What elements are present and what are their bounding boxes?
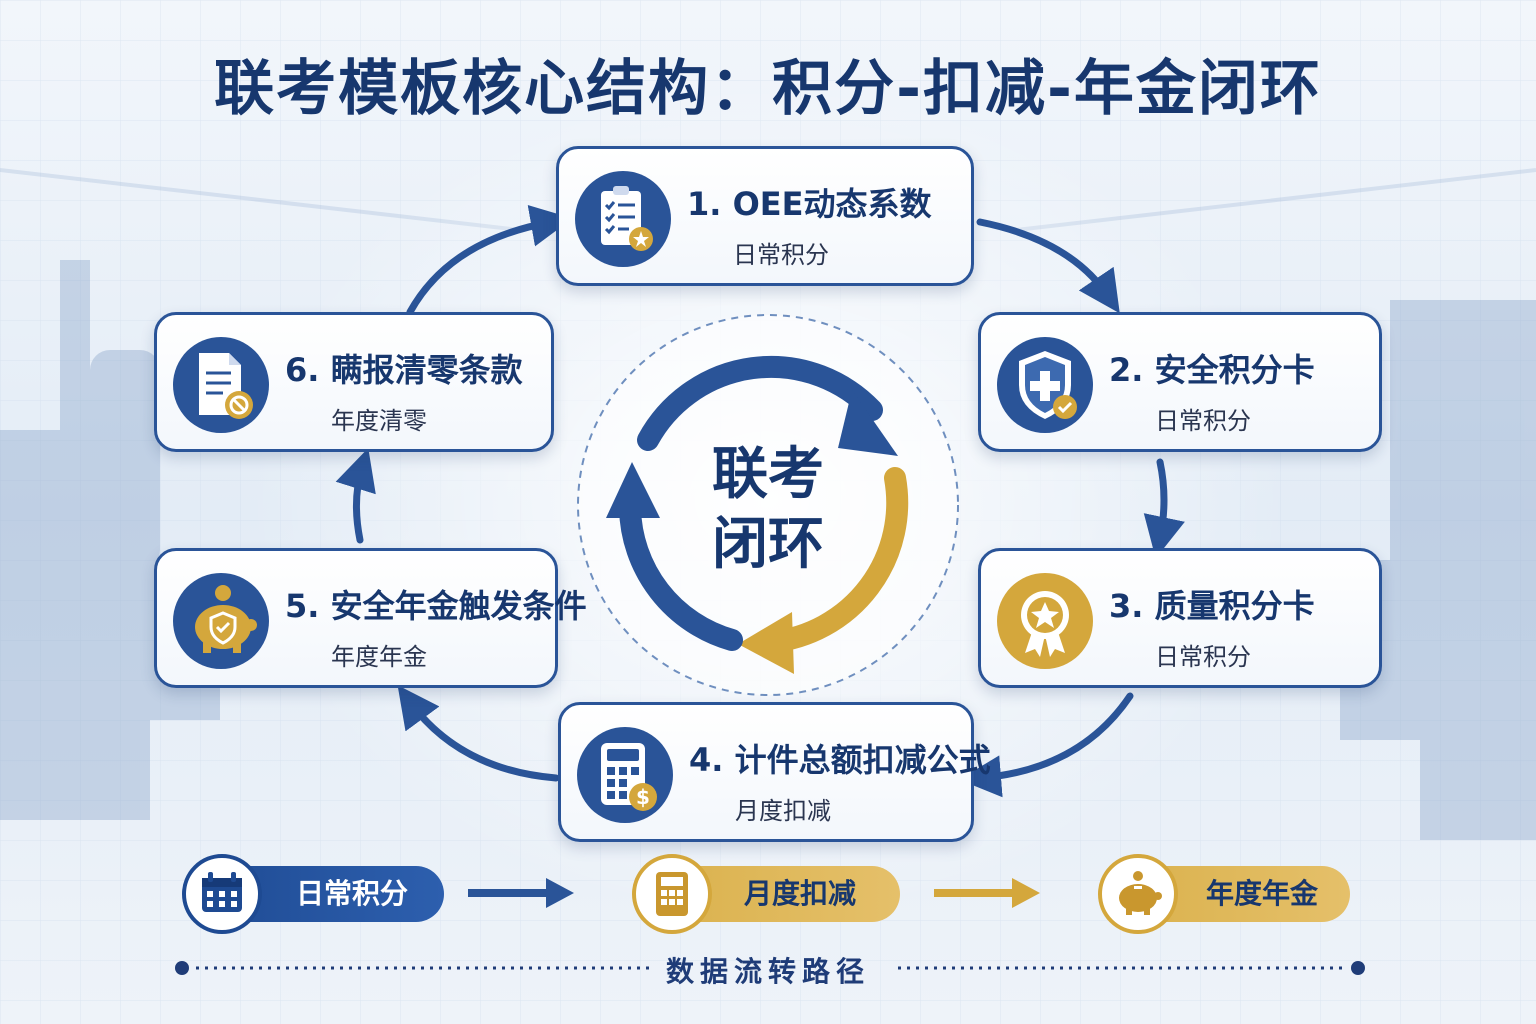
path-arrow-1 xyxy=(468,878,574,908)
flow-path-caption: 数据流转路径 xyxy=(0,950,1536,990)
path-arrow-2 xyxy=(934,878,1040,908)
